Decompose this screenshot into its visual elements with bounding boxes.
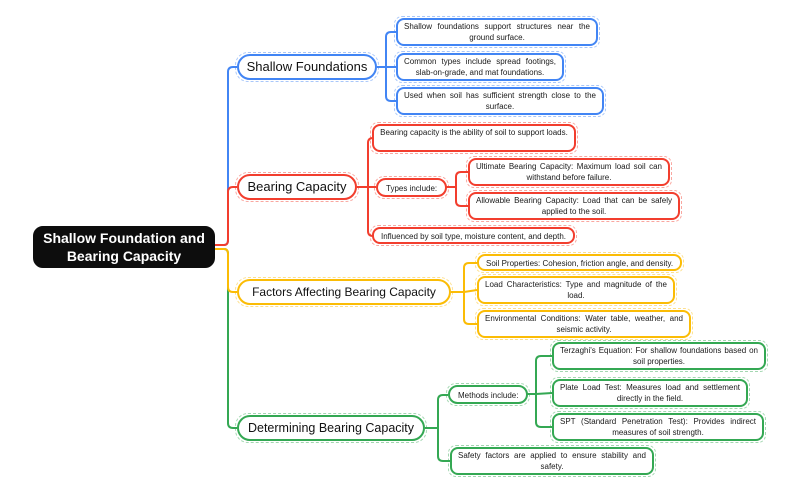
subtopic-methods-include[interactable]: Methods include:	[445, 383, 531, 406]
branch-bearing-capacity[interactable]: Bearing Capacity	[235, 172, 359, 202]
detail-node[interactable]: SPT (Standard Penetration Test): Provide…	[550, 411, 766, 443]
branch-factors-affecting-bearing-capacity[interactable]: Factors Affecting Bearing Capacity	[235, 277, 453, 307]
detail-node[interactable]: Common types include spread footings, sl…	[394, 51, 566, 83]
connector-shallow-foundations	[214, 31, 396, 246]
detail-node[interactable]: Shallow foundations support structures n…	[394, 16, 600, 48]
detail-node[interactable]: Allowable Bearing Capacity: Load that ca…	[466, 190, 682, 222]
connector-factors-affecting	[214, 248, 478, 325]
detail-node[interactable]: Terzaghi's Equation: For shallow foundat…	[550, 340, 768, 372]
subtopic-types-include[interactable]: Types include:	[373, 176, 450, 199]
detail-node[interactable]: Safety factors are applied to ensure sta…	[448, 445, 656, 477]
detail-node[interactable]: Plate Load Test: Measures load and settl…	[550, 377, 750, 409]
detail-node[interactable]: Ultimate Bearing Capacity: Maximum load …	[466, 156, 672, 188]
root-node[interactable]: Shallow Foundation and Bearing Capacity	[33, 226, 215, 268]
detail-node[interactable]: Used when soil has sufficient strength c…	[394, 85, 606, 117]
branch-determining-bearing-capacity[interactable]: Determining Bearing Capacity	[235, 413, 427, 443]
detail-node[interactable]: Load Characteristics: Type and magnitude…	[475, 274, 677, 306]
branch-shallow-foundations[interactable]: Shallow Foundations	[235, 52, 379, 82]
detail-node[interactable]: Bearing capacity is the ability of soil …	[370, 122, 578, 154]
detail-node[interactable]: Environmental Conditions: Water table, w…	[475, 308, 693, 340]
connector-bearing-capacity	[214, 137, 468, 246]
detail-node[interactable]: Soil Properties: Cohesion, friction angl…	[474, 252, 685, 273]
detail-node[interactable]: Influenced by soil type, moisture conten…	[369, 225, 578, 246]
